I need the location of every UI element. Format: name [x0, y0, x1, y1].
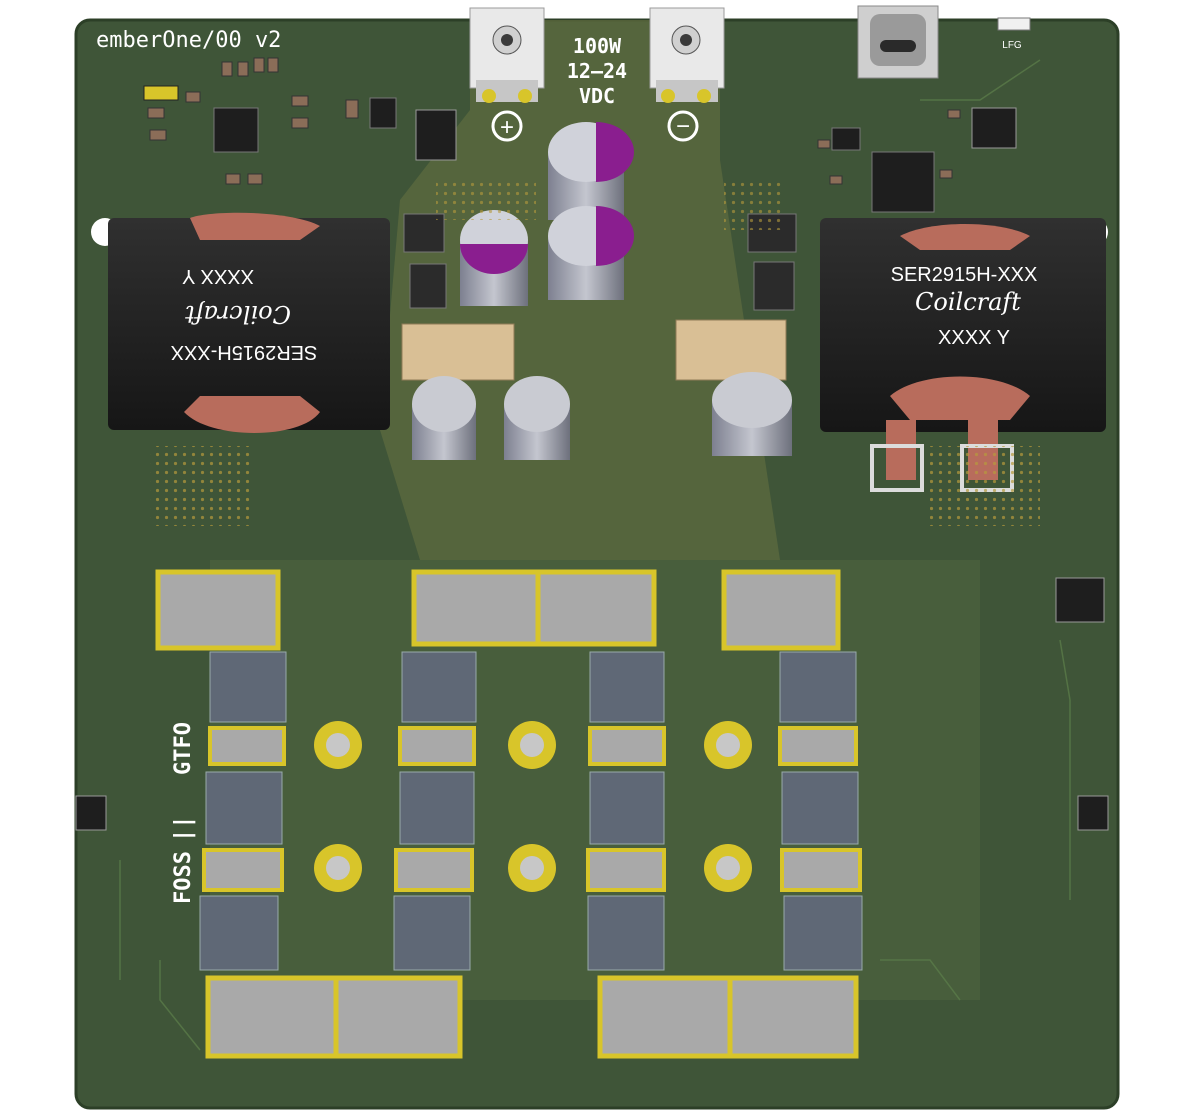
ic-right-sop: [1077, 795, 1109, 831]
pad-bottom-2: [333, 975, 463, 1059]
inductor-right-brand: Coilcraft: [915, 288, 1021, 316]
power-watts: 100W: [573, 34, 622, 58]
asic-column-1: [199, 651, 287, 971]
shunt-resistor-left: [401, 323, 515, 381]
pad-top-2: [411, 569, 541, 647]
inductor-left-part: SER2915H-XXX: [171, 341, 318, 363]
capacitor-output-2: [504, 376, 570, 460]
negative-symbol: −: [676, 113, 690, 140]
side-text-gtfo: GTFO: [171, 722, 196, 775]
ic-right-side: [1055, 577, 1105, 623]
ic-soic-top: [415, 109, 457, 161]
mounting-hole-br: [1132, 1046, 1160, 1074]
ic-mcu-left: [213, 107, 259, 153]
pad-bottom-3: [597, 975, 733, 1059]
inductor-left-brand: Coilcraft: [185, 300, 291, 328]
ic-small-2: [831, 127, 861, 151]
capacitor-polymer-1: [548, 122, 634, 220]
board-title: emberOne/00 v2: [96, 28, 281, 53]
asic-column-3: [586, 651, 666, 971]
mosfet-2: [409, 263, 447, 309]
inductor-left: XXXX Y Coilcraft SER2915H-XXX: [108, 212, 390, 433]
ic-regulator: [971, 107, 1017, 149]
led-label: LFG: [1002, 40, 1022, 51]
pad-top-4: [721, 569, 841, 651]
mounting-hole-bl: [41, 1046, 69, 1074]
usb-c-connector: [857, 5, 939, 79]
via-field-top-right: [724, 180, 784, 230]
capacitor-output-1: [412, 376, 476, 460]
pad-top-3: [535, 569, 657, 647]
led-bar: [143, 85, 179, 101]
inductor-right-lot: XXXX Y: [938, 327, 1010, 349]
via-field-left: [150, 446, 254, 526]
via-field-right: [930, 446, 1040, 526]
inductor-right-part: SER2915H-XXX: [891, 264, 1038, 286]
side-text-foss: FOSS: [171, 851, 196, 904]
mosfet-1: [403, 213, 445, 253]
capacitor-output-3: [712, 372, 792, 456]
led-indicator: LFG: [997, 17, 1031, 51]
mosfet-4: [753, 261, 795, 311]
power-type: VDC: [579, 84, 615, 108]
capacitor-polymer-2: [548, 206, 634, 300]
side-text-separator: ||: [171, 816, 196, 843]
pad-bottom-4: [727, 975, 859, 1059]
terminal-negative: −: [649, 7, 725, 142]
capacitor-polymer-3: [460, 210, 528, 306]
pad-top-1: [155, 569, 281, 651]
power-voltage: 12–24: [567, 59, 627, 83]
via-field-top-left: [436, 180, 536, 220]
inductor-left-lot: XXXX Y: [182, 265, 254, 287]
plated-holes: [314, 721, 752, 892]
positive-symbol: +: [500, 114, 514, 141]
passive-components: [147, 57, 961, 185]
ic-small-1: [369, 97, 397, 129]
terminal-positive: +: [469, 7, 545, 142]
trace-lines: [119, 59, 1071, 1051]
asic-column-4: [778, 651, 863, 971]
pad-bottom-1: [205, 975, 339, 1059]
ic-left-sop: [75, 795, 107, 831]
shunt-resistor-right: [675, 319, 787, 381]
ic-mcu-right: [871, 151, 935, 213]
asic-column-2: [393, 651, 477, 971]
